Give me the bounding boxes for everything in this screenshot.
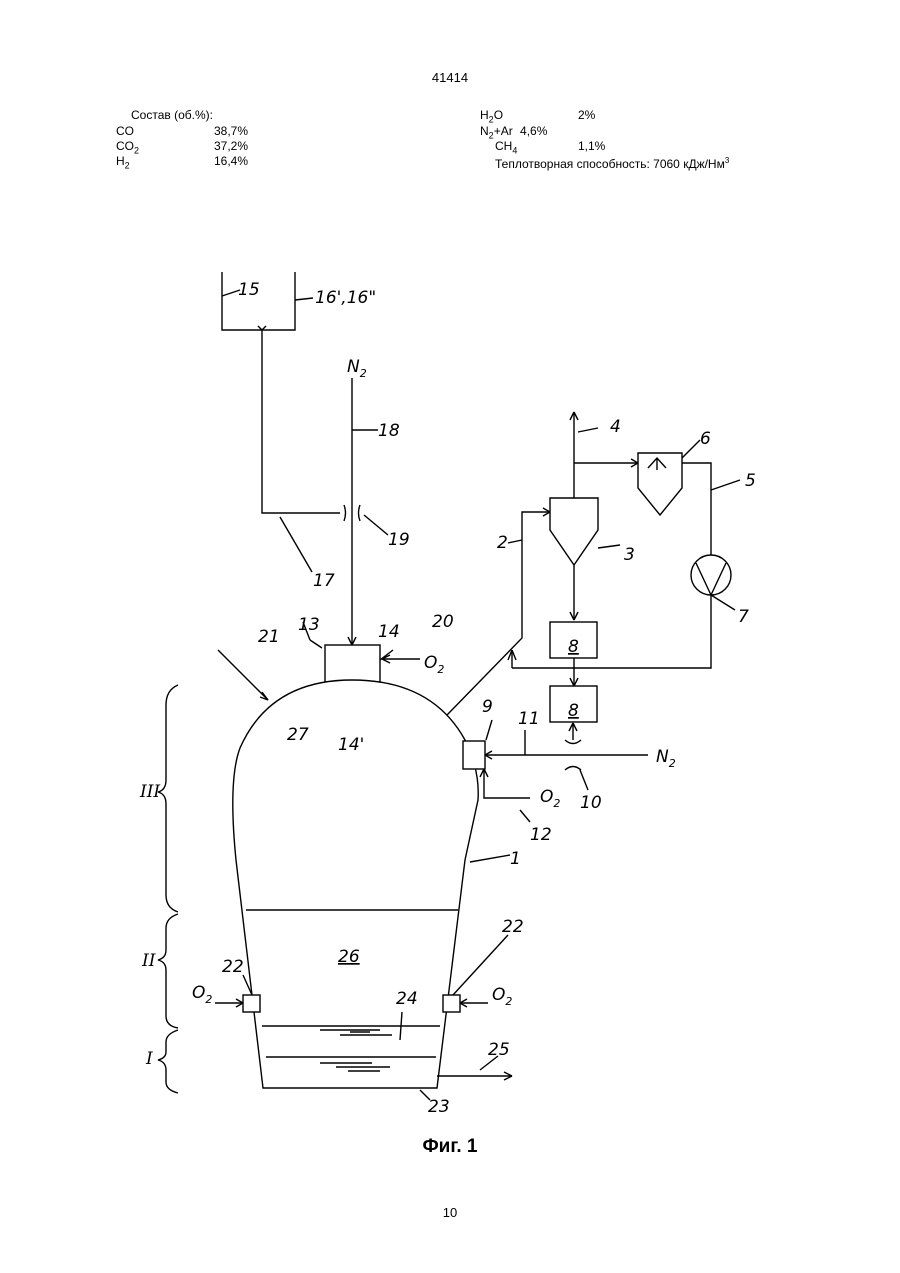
zone-label-2: II xyxy=(141,951,156,971)
label-12: 12 xyxy=(530,825,552,845)
label-22-left: 22 xyxy=(222,957,244,977)
label-22-right: 22 xyxy=(502,917,524,937)
label-14: 14 xyxy=(378,622,400,642)
label-26: 26 xyxy=(338,947,360,967)
label-1: 1 xyxy=(510,849,521,869)
label-11: 11 xyxy=(518,709,540,729)
label-o2-burner: O2 xyxy=(424,653,444,676)
label-4: 4 xyxy=(610,417,621,437)
label-27: 27 xyxy=(287,725,309,745)
label-15: 15 xyxy=(238,280,260,300)
label-o2-right: O2 xyxy=(492,985,512,1008)
label-o2-left: O2 xyxy=(192,983,212,1006)
label-8a: 8 xyxy=(568,637,579,657)
label-o2-9: O2 xyxy=(540,787,560,810)
label-21: 21 xyxy=(258,627,280,647)
label-n2-top: N2 xyxy=(347,357,367,380)
label-n2-right: N2 xyxy=(656,747,676,770)
page-number-bottom: 10 xyxy=(0,1205,900,1220)
label-18: 18 xyxy=(378,421,400,441)
label-19: 19 xyxy=(388,530,410,550)
zone-label-3: III xyxy=(139,782,160,802)
label-10: 10 xyxy=(580,793,602,813)
label-23: 23 xyxy=(428,1097,450,1117)
zone-label-1: I xyxy=(145,1049,153,1069)
label-20: 20 xyxy=(432,612,454,632)
storage-bunker xyxy=(222,272,340,513)
label-9: 9 xyxy=(482,697,493,717)
label-14-prime: 14' xyxy=(338,735,364,755)
label-8b: 8 xyxy=(568,701,579,721)
label-24: 24 xyxy=(396,989,418,1009)
label-17: 17 xyxy=(313,571,335,591)
label-6: 6 xyxy=(700,429,711,449)
reactor-vessel xyxy=(218,650,510,1088)
figure-caption: Фиг. 1 xyxy=(0,1136,900,1158)
nitrogen-line xyxy=(280,378,388,645)
zone-braces xyxy=(158,685,178,1093)
label-2: 2 xyxy=(497,533,508,553)
label-5: 5 xyxy=(745,471,756,491)
label-13: 13 xyxy=(298,615,320,635)
gas-cleaning xyxy=(447,412,638,715)
label-7: 7 xyxy=(738,607,749,627)
label-16: 16',16" xyxy=(315,288,376,308)
label-25: 25 xyxy=(488,1040,510,1060)
label-3: 3 xyxy=(624,545,635,565)
